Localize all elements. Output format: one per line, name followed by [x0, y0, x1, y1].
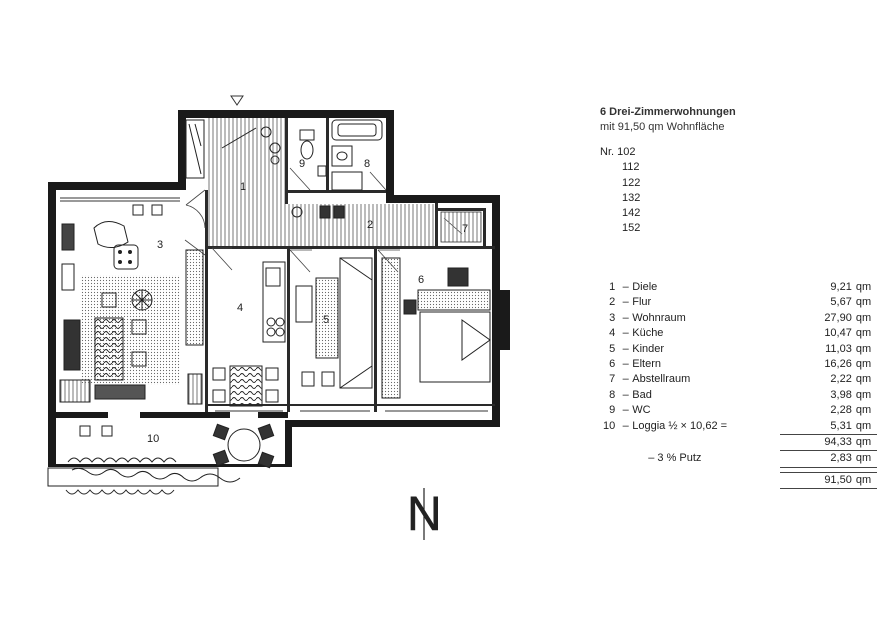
- room-name: Loggia ½ × 10,62 =: [632, 419, 728, 432]
- room-label-5: 5: [323, 314, 329, 326]
- area-unit: qm: [855, 296, 872, 309]
- area-unit: qm: [855, 418, 877, 436]
- north-arrow-icon: N: [407, 488, 442, 542]
- subtotal-value: 94,33: [780, 434, 856, 452]
- unit-number: 152: [622, 222, 641, 235]
- interior-walls: [205, 118, 495, 412]
- room-area: 9,21: [830, 281, 852, 293]
- room-area: 2,28: [830, 404, 852, 417]
- room-name: WC: [632, 404, 651, 417]
- entrance-marker-icon: [230, 95, 244, 106]
- area-unit: qm: [855, 471, 877, 490]
- circulation-hatching: [208, 118, 435, 247]
- room-name: Eltern: [632, 358, 661, 371]
- loggia-furniture: [47, 423, 275, 495]
- room-number: 9: [609, 404, 616, 417]
- room-number: 6: [609, 358, 616, 371]
- exterior-walls: [48, 110, 510, 467]
- room-name: Diele: [632, 281, 658, 293]
- unit-number: Nr. 102: [600, 146, 636, 158]
- room-number: 1: [609, 281, 616, 293]
- room-area: 2,22: [830, 373, 852, 386]
- room-label-1: 1: [240, 181, 246, 193]
- room-number: 8: [609, 388, 616, 401]
- room-area: 27,90: [824, 311, 852, 324]
- deduction-value: 2,83: [780, 450, 856, 468]
- area-unit: qm: [855, 342, 872, 355]
- entry-hall-details: [185, 119, 303, 218]
- room-area: 3,98: [830, 388, 852, 401]
- room-label-8: 8: [364, 158, 370, 170]
- room-label-4: 4: [237, 302, 243, 314]
- unit-number: 132: [622, 191, 641, 204]
- room-area: 10,47: [824, 327, 852, 340]
- area-unit: qm: [855, 311, 872, 324]
- page-title: 6 Drei-Zimmerwohnungen: [600, 106, 736, 118]
- unit-numbers-list: Nr. 102 112 122 132 142 152: [600, 145, 640, 237]
- room-name: Bad: [632, 388, 652, 401]
- room-label-6: 6: [418, 274, 424, 286]
- bathroom-fixtures: [299, 119, 383, 219]
- area-unit: qm: [855, 358, 872, 371]
- unit-number: 142: [622, 207, 641, 220]
- room-number: 5: [609, 342, 616, 355]
- room-label-3: 3: [157, 239, 163, 251]
- room-label-7: 7: [462, 223, 468, 235]
- area-unit: qm: [855, 450, 877, 468]
- area-unit: qm: [855, 388, 872, 401]
- area-unit: qm: [855, 434, 877, 452]
- room-number: 7: [609, 373, 616, 386]
- room-labels: 1 2 3 4 5 6 7 8 9 10: [147, 158, 468, 445]
- room-number: 2: [609, 296, 616, 309]
- total-value: 91,50: [780, 471, 856, 490]
- room-name: Wohnraum: [632, 311, 686, 324]
- parents-room-furniture: [381, 257, 491, 399]
- area-unit: qm: [855, 281, 872, 293]
- living-room-furniture: [59, 204, 204, 405]
- room-label-10: 10: [147, 433, 159, 445]
- room-area: 16,26: [824, 358, 852, 371]
- room-label-2: 2: [367, 219, 373, 231]
- room-name: Abstellraum: [632, 373, 691, 386]
- room-name: Küche: [632, 327, 664, 340]
- storage-shelf: [440, 211, 482, 243]
- area-unit: qm: [855, 404, 872, 417]
- area-unit: qm: [855, 327, 872, 340]
- kitchen-furniture: [212, 261, 286, 407]
- room-area: 11,03: [825, 342, 852, 355]
- room-name: Flur: [632, 296, 652, 309]
- children-room-furniture: [295, 257, 373, 389]
- room-name: Kinder: [632, 342, 665, 355]
- unit-number: 112: [622, 161, 640, 174]
- room-number: 10: [603, 419, 616, 432]
- unit-number: 122: [622, 176, 641, 189]
- room-area: 5,67: [830, 296, 852, 309]
- windows: [60, 197, 488, 412]
- room-number: 3: [609, 311, 616, 324]
- room-label-9: 9: [299, 158, 305, 170]
- room-area: 5,31: [780, 418, 856, 436]
- room-number: 4: [609, 327, 616, 340]
- deduction-label: – 3 % Putz: [648, 452, 702, 465]
- page-subtitle: mit 91,50 qm Wohnfläche: [600, 121, 725, 133]
- area-unit: qm: [855, 373, 872, 386]
